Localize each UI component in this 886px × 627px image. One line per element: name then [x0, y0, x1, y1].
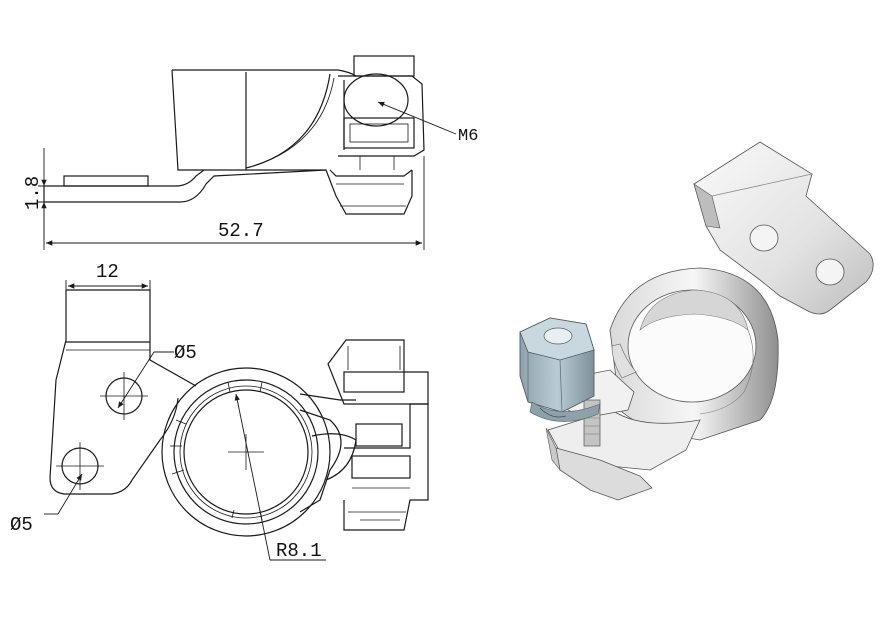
thickness-label: 1.8 — [22, 176, 44, 210]
length-label: 52.7 — [218, 220, 264, 242]
length-dimension: 52.7 — [43, 156, 425, 250]
battery-terminal-render — [519, 141, 874, 501]
radius-callout: R8.1 — [234, 393, 326, 562]
side-view — [43, 55, 425, 215]
hole-top-label: Ø5 — [174, 342, 197, 364]
hole-bottom-label: Ø5 — [10, 514, 33, 536]
plan-view — [49, 289, 429, 537]
thread-label: M6 — [458, 127, 478, 146]
thickness-dimension: 1.8 — [22, 148, 58, 240]
hole-top-callout: Ø5 — [117, 342, 197, 409]
width-dimension: 12 — [65, 261, 151, 292]
radius-label: R8.1 — [276, 540, 322, 562]
thread-callout: M6 — [377, 101, 478, 146]
hole-bottom-callout: Ø5 — [10, 473, 83, 536]
width-label: 12 — [96, 261, 119, 283]
